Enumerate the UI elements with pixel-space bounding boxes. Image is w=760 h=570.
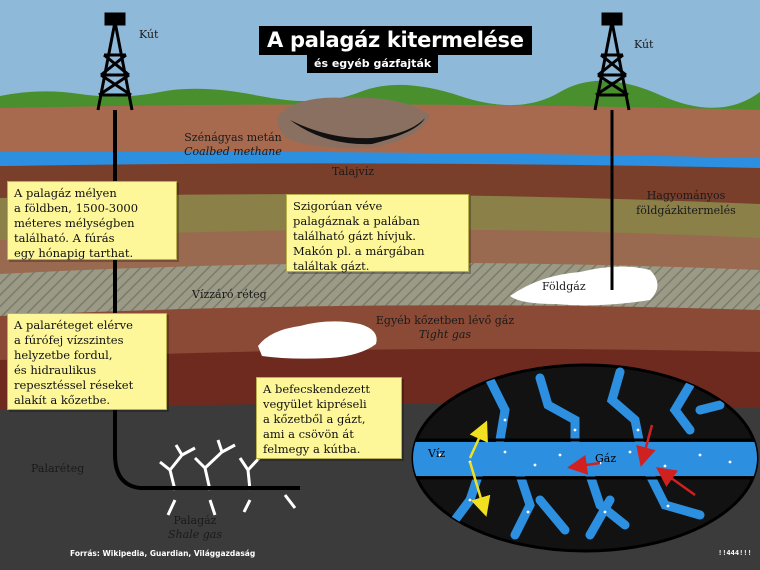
label-tight-hu: Egyéb kőzetben lévő gáz bbox=[375, 314, 515, 327]
layer-dark-brown bbox=[0, 163, 760, 205]
label-well-left: Kút bbox=[139, 28, 159, 41]
label-gas: Gáz bbox=[595, 452, 617, 465]
label-groundwater: Talajvíz bbox=[332, 165, 375, 178]
label-coalbed-en: Coalbed methane bbox=[184, 145, 282, 158]
label-natural-gas: Földgáz bbox=[542, 280, 586, 293]
magnified-view bbox=[411, 363, 759, 553]
label-water: Víz bbox=[428, 447, 446, 460]
label-conventional: Hagyományos földgázkitermelés bbox=[636, 189, 736, 217]
main-title: A palagáz kitermelése bbox=[259, 26, 532, 55]
label-coalbed-hu: Szénágyas metán bbox=[184, 131, 282, 144]
label-shale-layer: Palaréteg bbox=[31, 462, 85, 475]
label-shale-hu: Palagáz bbox=[173, 514, 217, 527]
label-tight-en: Tight gas bbox=[418, 328, 472, 341]
coal-seam bbox=[290, 118, 425, 145]
well-left-derrick bbox=[96, 12, 134, 111]
source-credit: Forrás: Wikipedia, Guardian, Világgazdas… bbox=[70, 549, 256, 558]
layer-red-brown bbox=[0, 305, 760, 362]
natural-gas-pocket bbox=[510, 266, 658, 306]
label-well-right: Kút bbox=[634, 38, 654, 51]
note-definition: Szigorúan véve palagáznak a palában talá… bbox=[286, 194, 469, 273]
note-depth: A palagáz mélyen a földben, 1500-3000 mé… bbox=[7, 181, 177, 260]
subtitle: és egyéb gázfajták bbox=[307, 55, 439, 73]
note-injection: A befecskendezett vegyület kipréseli a k… bbox=[256, 377, 402, 459]
publisher-logo: !!444!!! bbox=[718, 549, 752, 557]
note-fracking: A palaréteget elérve a fúrófej vízszinte… bbox=[7, 313, 167, 410]
label-impermeable: Vízzáró réteg bbox=[192, 288, 267, 301]
tight-gas-pocket bbox=[258, 321, 377, 359]
label-shale-en: Shale gas bbox=[168, 528, 222, 541]
well-right-derrick bbox=[593, 12, 631, 111]
shale-well-pipe bbox=[113, 110, 300, 490]
